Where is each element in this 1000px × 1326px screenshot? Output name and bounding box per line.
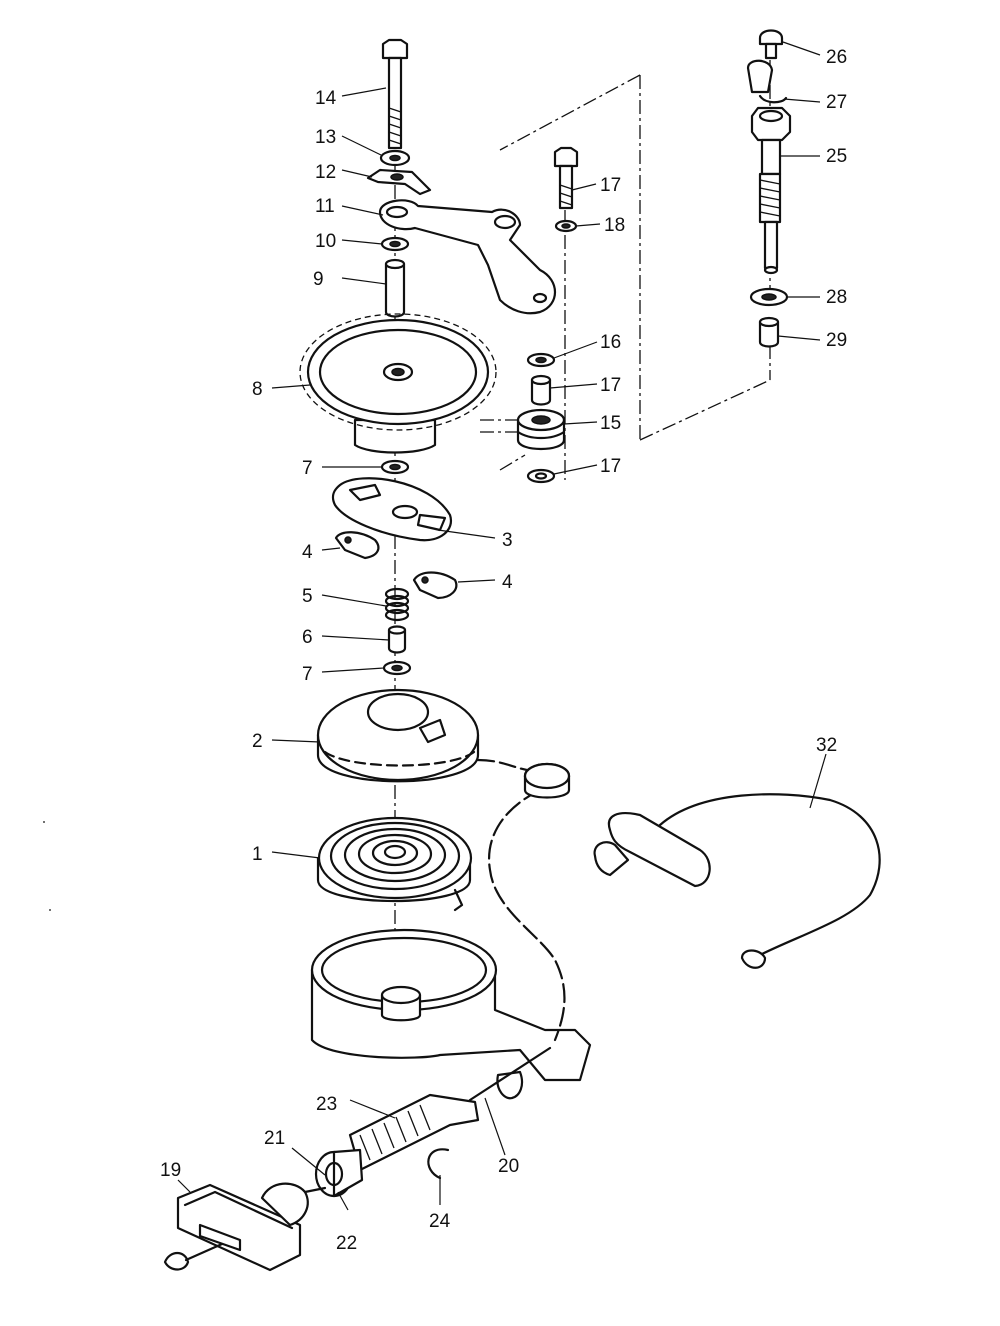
callout-23: 21 [264,1128,285,1149]
callout-17-lower: 17 [600,456,621,477]
part-7-washer [382,660,412,676]
part-27-shaft [750,106,792,275]
part-22-cable [468,1046,552,1102]
part-8-washer [380,459,410,475]
callout-21: 19 [160,1160,181,1181]
part-24-cone [314,1148,364,1198]
callout-4-left: 4 [302,542,313,563]
part-31-bushing [758,316,780,348]
callout-18: 17 [600,375,621,396]
callout-28: 26 [826,47,847,68]
part-32-rope-handle [593,793,881,969]
callout-30: 28 [826,287,847,308]
part-29-clip [746,59,788,104]
callout-15: 14 [315,88,337,109]
part-11-washer [380,236,410,252]
part-12-arm [378,199,556,315]
leader-lines [177,41,827,1211]
callout-1: 1 [252,844,263,865]
starter-housing [310,928,592,1100]
part-5-spring [384,587,410,622]
callout-9: 8 [252,379,263,400]
part-6-bushing [387,625,407,654]
callout-10: 9 [313,269,324,290]
part-21-handle [163,1182,327,1272]
callout-32: 32 [816,735,837,756]
part-13-lock-plate [366,168,432,196]
part-17-washer-lower [526,468,556,484]
part-25-spring-sleeve [348,1093,480,1172]
part-26-clip [427,1148,450,1180]
part-17-washer-upper [526,352,556,368]
part-18-spacer [530,374,552,406]
callout-26: 24 [429,1211,451,1232]
callout-12: 11 [315,196,335,217]
callout-19: 17 [600,175,621,196]
callout-25: 23 [316,1094,337,1115]
callout-8: 7 [302,458,313,479]
callout-29: 27 [826,92,847,113]
part-14-washer [379,149,411,167]
callout-20: 18 [604,215,625,236]
part-2-pulley [316,688,480,783]
callout-27: 25 [826,146,847,167]
part-16-grommet [516,408,566,450]
part-19-bolt [553,146,579,210]
part-30-washer [749,287,789,307]
starter-rope [476,758,571,1042]
part-4-pawl-right [412,571,458,600]
part-15-bolt [381,38,409,150]
callout-13: 12 [315,162,336,183]
callout-22: 20 [498,1156,519,1177]
callout-14: 13 [315,127,336,148]
part-28-screw [758,29,784,60]
part-3-pawl-plate [331,477,453,542]
callout-17-upper: 16 [600,332,621,353]
callout-24: 22 [336,1233,357,1254]
callout-labels: 14 13 12 11 10 9 8 7 3 4 4 5 6 7 2 1 17 … [160,47,847,1254]
callout-5: 5 [302,586,313,607]
part-20-washer [554,219,578,233]
callout-31: 29 [826,330,847,351]
callout-16: 15 [600,413,621,434]
callout-3: 3 [502,530,513,551]
callout-7: 7 [302,664,313,685]
callout-2: 2 [252,731,263,752]
callout-4-right: 4 [502,572,513,593]
part-1-recoil-spring [316,816,473,912]
part-4-pawl-left [334,531,380,560]
callout-6: 6 [302,627,313,648]
part-10-bushing [384,258,406,318]
part-9-gear [299,313,497,454]
callout-11: 10 [315,231,336,252]
stray-marks [43,821,51,911]
